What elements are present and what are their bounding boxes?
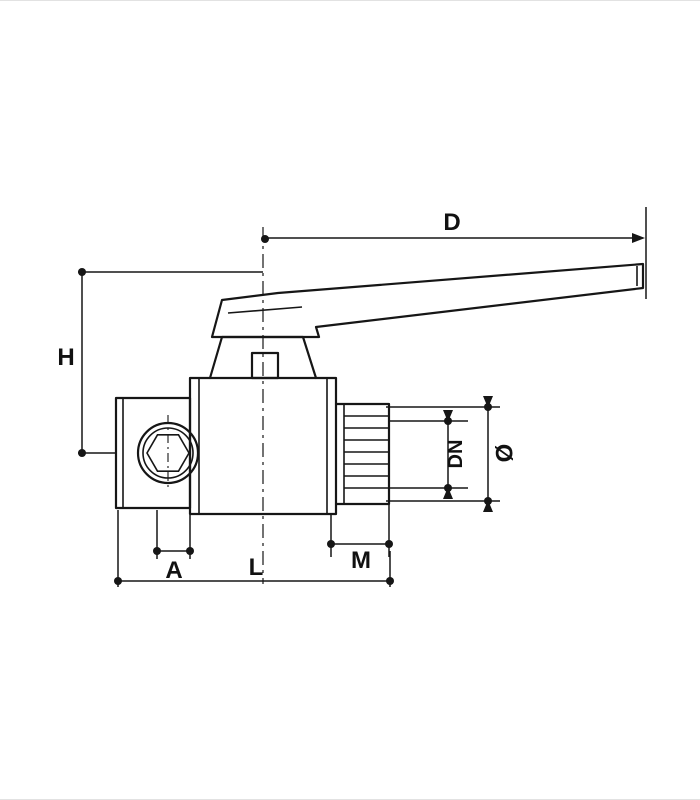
dimension-l: L	[114, 510, 394, 587]
dimension-endpoint-dot	[386, 577, 394, 585]
arrowhead	[443, 410, 453, 422]
right-port-threads	[344, 415, 389, 489]
dimension-label-l: L	[249, 554, 264, 581]
dimension-endpoint-dot	[78, 449, 86, 457]
arrowhead	[632, 233, 645, 243]
dimension-h: H	[57, 268, 263, 457]
hex-bore	[146, 433, 190, 473]
dimension-a: A	[153, 510, 194, 584]
dimension-diameter: Ø	[386, 396, 518, 512]
right-port	[334, 402, 391, 506]
dimension-dn: DN	[390, 410, 468, 499]
dimension-label-h: H	[57, 344, 74, 371]
arrowhead	[443, 487, 453, 499]
dimension-endpoint-dot	[186, 547, 194, 555]
dimension-label-m: M	[351, 547, 371, 574]
left-port	[114, 396, 192, 510]
dimension-label-diameter: Ø	[491, 444, 518, 463]
packing-nut	[250, 351, 280, 380]
handle-hub-line	[227, 306, 303, 314]
dimension-endpoint-dot	[153, 547, 161, 555]
dimension-label-d: D	[443, 209, 460, 236]
dimension-label-dn: DN	[445, 440, 467, 469]
arrowhead	[483, 396, 493, 408]
dimension-endpoint-dot	[78, 268, 86, 276]
valve-body-drawing	[114, 262, 645, 516]
arrowhead	[483, 500, 493, 512]
dimension-d: D	[261, 207, 647, 299]
dimension-endpoint-dot	[385, 540, 393, 548]
dimension-label-a: A	[165, 557, 182, 584]
dimension-endpoint-dot	[261, 235, 269, 243]
dimension-m: M	[327, 505, 393, 574]
dimension-endpoint-dot	[327, 540, 335, 548]
handle-lever	[210, 262, 645, 339]
dimension-endpoint-dot	[114, 577, 122, 585]
